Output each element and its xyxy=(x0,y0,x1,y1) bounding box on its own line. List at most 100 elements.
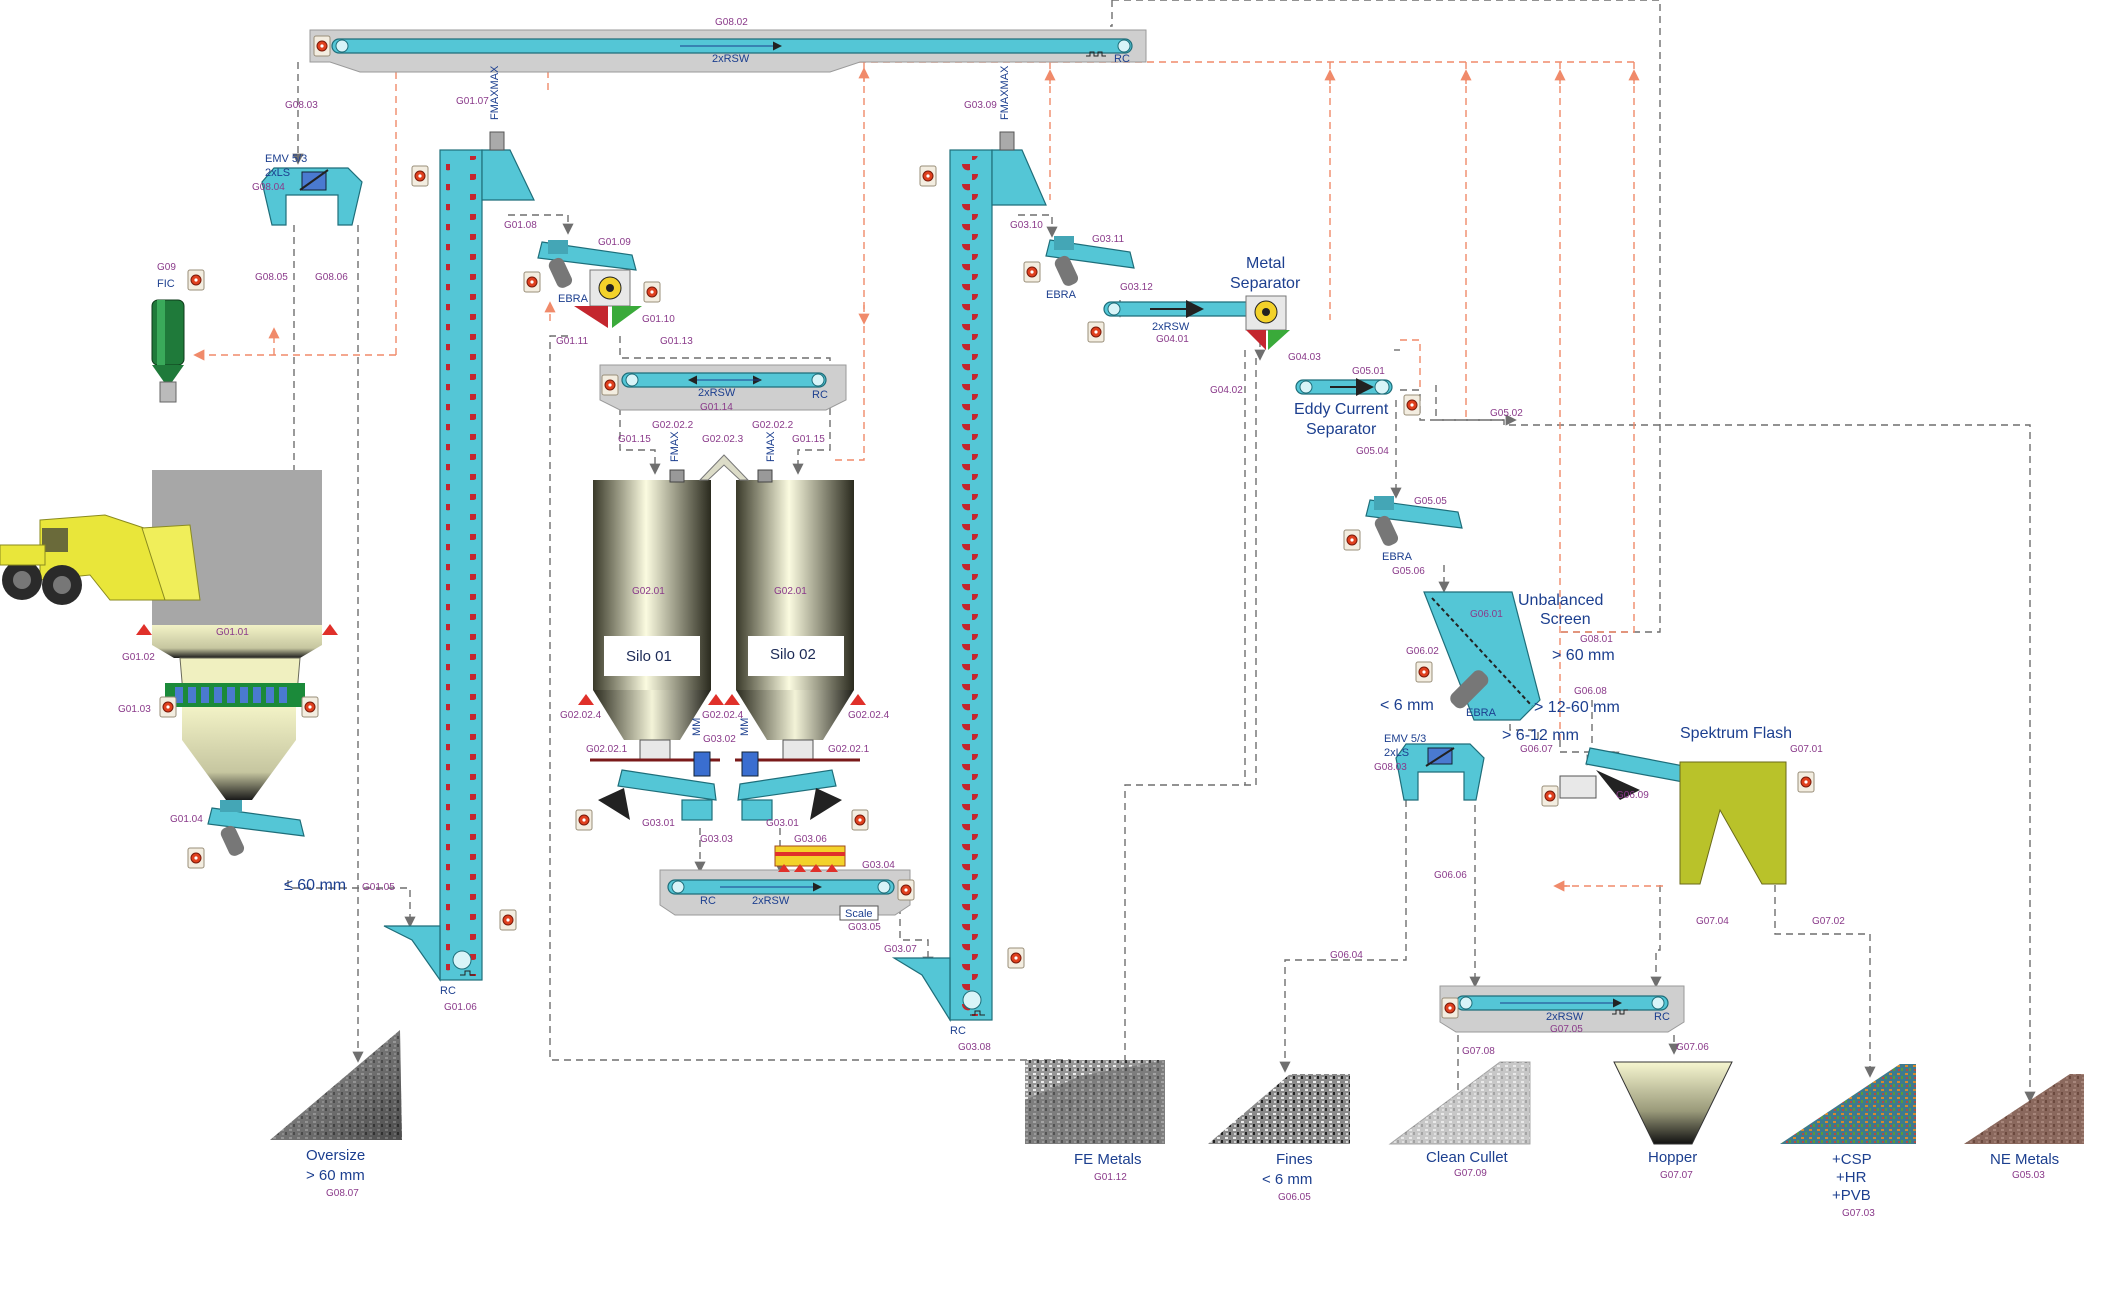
code-g0702: G07.02 xyxy=(1812,916,1845,927)
output-ne-code: G05.03 xyxy=(2012,1170,2045,1181)
code-g0706: G07.06 xyxy=(1676,1042,1709,1053)
silo-02 xyxy=(736,469,854,740)
code-g0501: G05.01 xyxy=(1352,366,1385,377)
label-2xrsw-silo: 2xRSW xyxy=(698,387,736,399)
code-g0104: G01.04 xyxy=(170,814,203,825)
output-fines-sub: < 6 mm xyxy=(1262,1171,1312,1188)
silo-diverter xyxy=(698,454,750,481)
output-cullet-code: G07.09 xyxy=(1454,1168,1487,1179)
code-g0801: G08.01 xyxy=(1580,634,1613,645)
motor-icon xyxy=(1415,661,1433,683)
output-csp-sub: +HR xyxy=(1836,1169,1867,1186)
label-eddy-2: Separator xyxy=(1306,421,1377,438)
code-g0108: G01.08 xyxy=(504,220,537,231)
code-g0113: G01.13 xyxy=(660,336,693,347)
motor-icon xyxy=(1087,321,1105,343)
code-g020211a: G02.02.1 xyxy=(586,744,628,755)
label-fmaxmax-2: FMAXMAX xyxy=(999,65,1011,120)
code-g0806: G08.06 xyxy=(315,272,348,283)
code-g020224b: G02.02.4 xyxy=(702,710,744,721)
label-rc-conv07: RC xyxy=(1654,1011,1670,1023)
load-cell-icon xyxy=(578,694,594,705)
label-ebra-4: EBRA xyxy=(1466,707,1497,719)
silo-discharge xyxy=(590,739,860,821)
label-2xls-mid: 2xLS xyxy=(1384,747,1409,759)
emv-top-g0804 xyxy=(261,167,363,226)
code-g0114: G01.14 xyxy=(700,402,733,413)
code-g020224a: G02.02.4 xyxy=(560,710,602,721)
motor-icon xyxy=(919,165,937,187)
code-g0602: G06.02 xyxy=(1406,646,1439,657)
wheel-loader-icon xyxy=(0,514,201,605)
code-g0111: G01.11 xyxy=(556,336,588,347)
code-g020221: G02.02.2 xyxy=(652,420,694,431)
motor-icon xyxy=(1007,947,1025,969)
top-conveyor-g0802 xyxy=(309,29,1147,73)
feeder-g0104 xyxy=(187,800,305,869)
label-ebra-3: EBRA xyxy=(1382,551,1413,563)
pile-oversize xyxy=(270,1030,402,1140)
pile-csp xyxy=(1780,1064,1916,1144)
bucket-elevator-2 xyxy=(891,131,1047,1023)
label-spektrum: Spektrum Flash xyxy=(1680,725,1792,742)
code-g0310: G03.10 xyxy=(1010,220,1043,231)
code-g0102: G01.02 xyxy=(122,652,155,663)
code-g020211b: G02.02.1 xyxy=(828,744,870,755)
label-rc-silo: RC xyxy=(812,389,828,401)
code-g0201b: G02.01 xyxy=(774,586,807,597)
code-g0701: G07.01 xyxy=(1790,744,1823,755)
eddy-current-separator xyxy=(1295,378,1421,416)
label-12-60: > 12-60 mm xyxy=(1534,699,1620,716)
output-oversize-sub: > 60 mm xyxy=(306,1167,365,1184)
code-g0505: G05.05 xyxy=(1414,496,1447,507)
code-g0115a: G01.15 xyxy=(618,434,651,445)
pile-ne-metals xyxy=(1964,1074,2084,1144)
output-ne-name: NE Metals xyxy=(1990,1151,2059,1168)
motor-icon xyxy=(897,879,915,901)
code-g0301a: G03.01 xyxy=(642,818,675,829)
code-g0105: G01.05 xyxy=(362,882,395,893)
label-metal: Metal xyxy=(1246,255,1285,272)
label-emv53-mid: EMV 5/3 xyxy=(1384,733,1426,745)
code-g0401: G04.01 xyxy=(1156,334,1189,345)
code-g0302: G03.02 xyxy=(703,734,736,745)
motor-icon xyxy=(187,847,205,869)
code-g0303: G03.03 xyxy=(700,834,733,845)
motor-icon xyxy=(1441,997,1459,1019)
label-mm-1: MM xyxy=(691,718,703,736)
code-g02023: G02.02.3 xyxy=(702,434,744,445)
code-g0306: G03.06 xyxy=(794,834,827,845)
code-g0604: G06.04 xyxy=(1330,950,1363,961)
label-fic: FIC xyxy=(157,278,175,290)
motor-icon xyxy=(1343,529,1361,551)
label-lt6: < 6 mm xyxy=(1380,697,1434,714)
output-hopper-code: G07.07 xyxy=(1660,1170,1693,1181)
motor-icon xyxy=(643,281,661,303)
feeder-g0505 xyxy=(1365,496,1463,546)
conveyor-g0303 xyxy=(659,845,915,921)
code-g0704: G07.04 xyxy=(1696,916,1729,927)
code-g020224c: G02.02.4 xyxy=(848,710,890,721)
output-fe-name: FE Metals xyxy=(1074,1151,1142,1168)
code-g0607: G06.07 xyxy=(1520,744,1553,755)
output-fines-code: G06.05 xyxy=(1278,1192,1311,1203)
code-g0103: G01.03 xyxy=(118,704,151,715)
label-fmaxmax-1: FMAXMAX xyxy=(489,65,501,120)
code-g0106: G01.06 xyxy=(444,1002,477,1013)
label-fmax-2: FMAX xyxy=(765,431,777,462)
motor-icon xyxy=(1541,785,1559,807)
feeder-g0109 xyxy=(537,240,642,328)
label-6-12: > 6-12 mm xyxy=(1502,727,1579,744)
label-ebra: EBRA xyxy=(558,293,589,305)
label-rc-conv03: RC xyxy=(700,895,716,907)
silo-conveyor-g0114 xyxy=(599,364,847,411)
code-g0803b: G08.03 xyxy=(1374,762,1407,773)
code-g0308: G03.08 xyxy=(958,1042,991,1053)
output-oversize-name: Oversize xyxy=(306,1147,365,1164)
code-g0802: G08.02 xyxy=(715,17,748,28)
code-g0307: G03.07 xyxy=(884,944,917,955)
code-g0309: G03.09 xyxy=(964,100,997,111)
label-silo02: Silo 02 xyxy=(770,646,816,663)
filter-fic xyxy=(151,299,185,403)
